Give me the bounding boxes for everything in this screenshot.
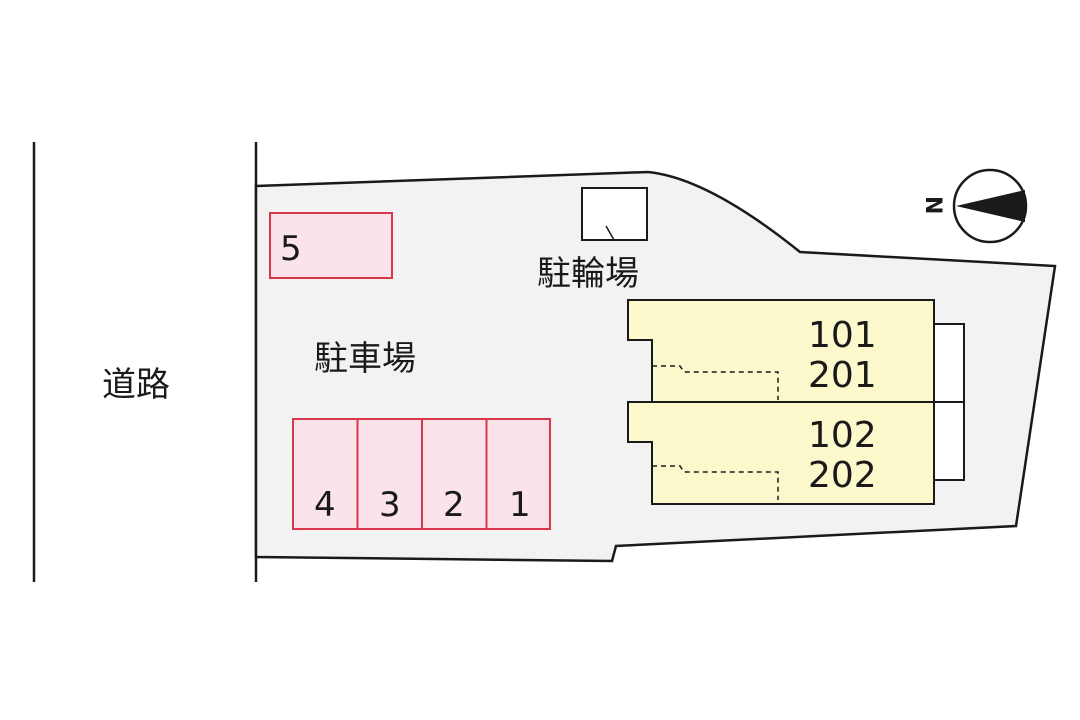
unit-number: 101 [808,315,877,356]
parking-space-row: 4 3 2 1 [292,418,551,530]
building-unit-a: 101 201 [627,299,965,403]
building-unit-b: 102 202 [627,401,965,505]
space-number: 3 [379,485,401,525]
unit-number: 202 [808,455,877,496]
north-label: N [920,196,945,214]
parking-space-5: 5 [269,212,393,279]
unit-number: 201 [808,355,877,396]
bike-parking-label: 駐輪場 [537,254,639,294]
space-number: 5 [280,229,302,269]
unit-number: 102 [808,415,877,456]
space-number: 2 [443,485,465,525]
parking-label: 駐車場 [314,339,416,379]
road-label: 道路 [102,365,170,405]
space-number: 1 [509,485,531,525]
bike-parking: 駐輪場 [537,187,648,294]
compass-icon: N [920,168,1028,244]
space-number: 4 [314,485,336,525]
